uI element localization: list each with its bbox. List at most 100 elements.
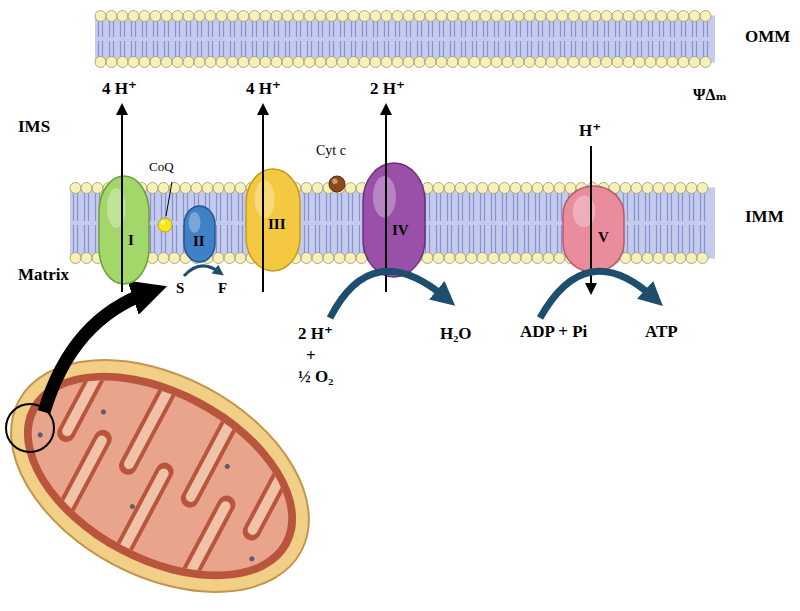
lipid-head	[524, 11, 535, 22]
lipid-tail	[436, 225, 437, 253]
lipid-tail	[473, 193, 474, 221]
lipid-tail	[120, 41, 121, 57]
compartment-name: IMS	[18, 118, 50, 137]
lipid-tail	[208, 41, 209, 57]
lipid-head	[139, 57, 150, 68]
lipid-tail	[539, 193, 540, 221]
lipid-head	[612, 11, 623, 22]
lipid-head	[414, 57, 425, 68]
lipid-tail	[326, 225, 327, 253]
lipid-tail	[509, 41, 510, 57]
lipid-head	[510, 253, 521, 264]
lipid-tail	[637, 21, 638, 37]
lipid-head	[161, 11, 172, 22]
lipid-tail	[553, 41, 554, 57]
lipid-tail	[593, 41, 594, 57]
lipid-tail	[571, 41, 572, 57]
mitochondrion	[0, 313, 348, 611]
lipid-head	[213, 183, 224, 194]
lipid-tail	[626, 41, 627, 57]
lipid-tail	[135, 21, 136, 37]
lipid-tail	[432, 41, 433, 57]
lipid-tail	[95, 193, 96, 221]
cytochrome-c: Cyt c	[328, 175, 346, 193]
lipid-tail	[176, 193, 177, 221]
lipid-head	[678, 11, 689, 22]
lipid-tail	[645, 193, 646, 221]
crista	[113, 467, 171, 564]
lipid-head	[381, 57, 392, 68]
lipid-head	[667, 11, 678, 22]
lipid-tail	[495, 225, 496, 253]
lipid-head	[227, 11, 238, 22]
lipid-tail	[660, 193, 661, 221]
lipid-tail	[153, 21, 154, 37]
lipid-tail	[432, 21, 433, 37]
complex-number: IV	[392, 222, 409, 239]
lipid-tail	[641, 21, 642, 37]
lipid-tail	[553, 21, 554, 37]
component-name: Cyt c	[316, 143, 346, 158]
lipid-tail	[164, 41, 165, 57]
lipid-tail	[494, 41, 495, 57]
lipid-head	[191, 183, 202, 194]
crista	[171, 492, 239, 598]
lipid-tail	[538, 21, 539, 37]
lipid-tail	[692, 21, 693, 37]
lipid-head	[436, 11, 447, 22]
lipid-head	[117, 57, 128, 68]
lipid-tails	[95, 16, 715, 63]
lipid-head	[480, 11, 491, 22]
lipid-tail	[307, 41, 308, 57]
lipid-head	[568, 11, 579, 22]
lipid-head	[568, 57, 579, 68]
lipid-tail	[164, 21, 165, 37]
lipid-tail	[681, 21, 682, 37]
lipid-tail	[256, 41, 257, 57]
lipid-tail	[245, 21, 246, 37]
lipid-tail	[506, 225, 507, 253]
lipid-tail	[131, 41, 132, 57]
lipid-tail	[656, 225, 657, 253]
lipid-tail	[535, 225, 536, 253]
reactant-label: 2 H⁺	[298, 325, 333, 344]
reaction-arrow	[330, 271, 446, 318]
lipid-tail	[230, 21, 231, 37]
lipid-head	[678, 57, 689, 68]
lipid-tail	[649, 225, 650, 253]
lipid-head	[436, 57, 447, 68]
lipid-head	[488, 183, 499, 194]
lipid-tail	[428, 41, 429, 57]
lipid-tail	[439, 21, 440, 37]
lipid-tail	[340, 41, 341, 57]
lipid-tail	[685, 21, 686, 37]
lipid-tail	[319, 193, 320, 221]
lipid-tail	[560, 21, 561, 37]
lipid-head	[590, 57, 601, 68]
complex-highlight	[373, 176, 396, 218]
lipid-head	[656, 11, 667, 22]
complex-body	[246, 169, 300, 271]
lipid-head	[697, 253, 708, 264]
reaction-arrow	[184, 266, 219, 276]
crista	[47, 427, 115, 533]
lipid-head	[194, 11, 205, 22]
lipid-tail	[571, 21, 572, 37]
lipid-head	[359, 57, 370, 68]
lipid-head	[92, 183, 103, 194]
lipid-head	[128, 57, 139, 68]
lipid-tail	[458, 225, 459, 253]
component-name: CoQ	[149, 160, 174, 174]
lipid-tail	[154, 225, 155, 253]
lipid-tail	[659, 21, 660, 37]
lipid-tail	[476, 41, 477, 57]
outer-membrane	[0, 313, 348, 611]
lipid-tail	[417, 41, 418, 57]
lipid-tail	[630, 41, 631, 57]
lipid-tail	[480, 193, 481, 221]
lipid-head	[634, 57, 645, 68]
lipid-head	[631, 253, 642, 264]
lipid-tail	[216, 225, 217, 253]
lipid-tail	[513, 225, 514, 253]
lipid-head	[235, 183, 246, 194]
